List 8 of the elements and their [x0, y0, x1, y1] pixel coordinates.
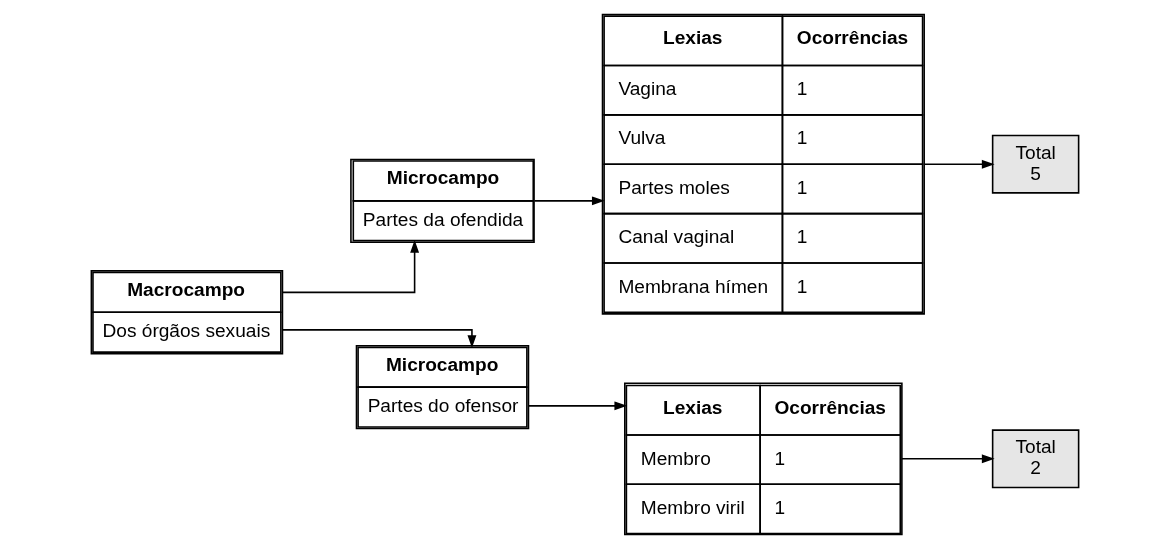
node-box: Total 2	[991, 429, 1080, 489]
arrow	[281, 329, 477, 348]
arrow	[924, 159, 995, 169]
arrow	[901, 454, 995, 464]
arrow	[282, 239, 420, 294]
node-box: Total 5	[991, 134, 1080, 194]
arrow	[528, 401, 628, 411]
arrow	[533, 196, 605, 206]
